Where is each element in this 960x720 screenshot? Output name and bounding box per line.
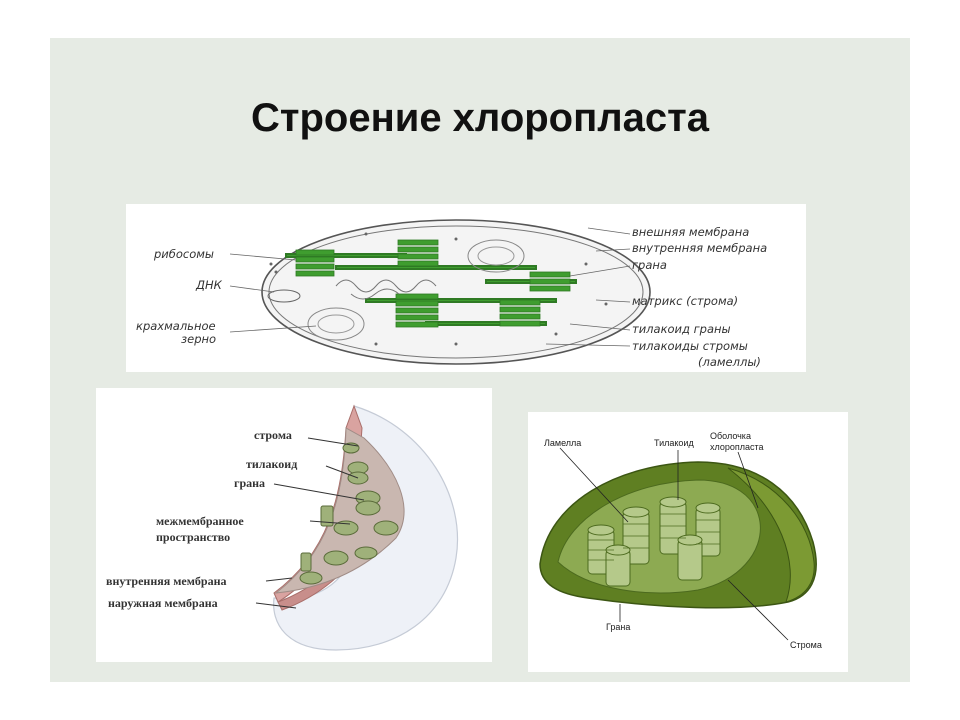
inner-membrane-shape [268,225,644,359]
dna-loop [267,289,301,303]
starch-grain-2 [467,239,525,273]
envelope-highlight [727,467,815,603]
label-thylakoid: Тилакоид [654,438,694,448]
chloroplast-schematic-panel: рибосомы ДНК крахмальное зерно внешняя м… [126,204,806,372]
granum-2 [397,239,439,267]
label-stroma: Строма [790,640,822,650]
label-thylakoid: тилакоид [246,457,297,471]
label-granum: Грана [606,622,630,632]
grana-3d [299,442,399,585]
label-inner-membrane: внутренняя мембрана [106,574,227,588]
granum-stripes [588,513,720,561]
label-inner-membrane: внутренняя мембрана [632,241,767,255]
granum-5 [499,299,541,327]
granum-3 [529,271,571,292]
chloroplast-green-3d-panel: Ламелла Тилакоид Оболочка хлоропласта Гр… [528,412,848,672]
leader-lines-right [545,227,631,347]
label-granum: грана [632,258,667,272]
starch-grain [307,307,365,341]
label-starch-1: крахмальное [136,319,216,333]
chloroplast-3d-cutaway: строма тилакоид грана межмембранное прос… [106,404,458,651]
label-dna: ДНК [195,278,223,292]
grana-stacks [295,239,571,328]
grana-columns [587,496,721,587]
label-outer-membrane: внешняя мембрана [632,225,749,239]
leader-lines-left [229,253,317,333]
slide-title: Строение хлоропласта [250,96,710,140]
label-intermembrane-2: пространство [156,530,230,544]
label-ribosomes: рибосомы [153,247,214,261]
label-granum: грана [234,476,265,490]
chloroplast-3d-cutaway-panel: строма тилакоид грана межмембранное прос… [96,388,492,662]
label-stroma-thylakoids: тилакоиды стромы [632,339,748,353]
label-starch-2: зерно [181,332,216,346]
label-intermembrane-1: межмембранное [156,514,244,528]
label-lamella: Ламелла [544,438,581,448]
label-envelope-1: Оболочка [710,431,751,441]
chloroplast-schematic: рибосомы ДНК крахмальное зерно внешняя м… [136,219,767,369]
label-envelope-2: хлоропласта [710,442,764,452]
chloroplast-green-3d: Ламелла Тилакоид Оболочка хлоропласта Гр… [539,431,822,650]
label-matrix: матрикс (строма) [632,294,738,308]
leader-lines [255,437,365,609]
ribosomes [269,232,608,346]
label-outer-membrane: наружная мембрана [108,596,218,610]
leader-lines [559,447,789,641]
label-stroma: строма [254,428,292,442]
label-granum-thylakoid: тилакоид граны [632,322,731,336]
dna-strand [335,279,437,293]
outer-membrane-shape [261,219,651,365]
label-lamellae: (ламеллы) [698,355,761,369]
granum-4 [395,293,439,328]
granum-1 [295,249,335,277]
